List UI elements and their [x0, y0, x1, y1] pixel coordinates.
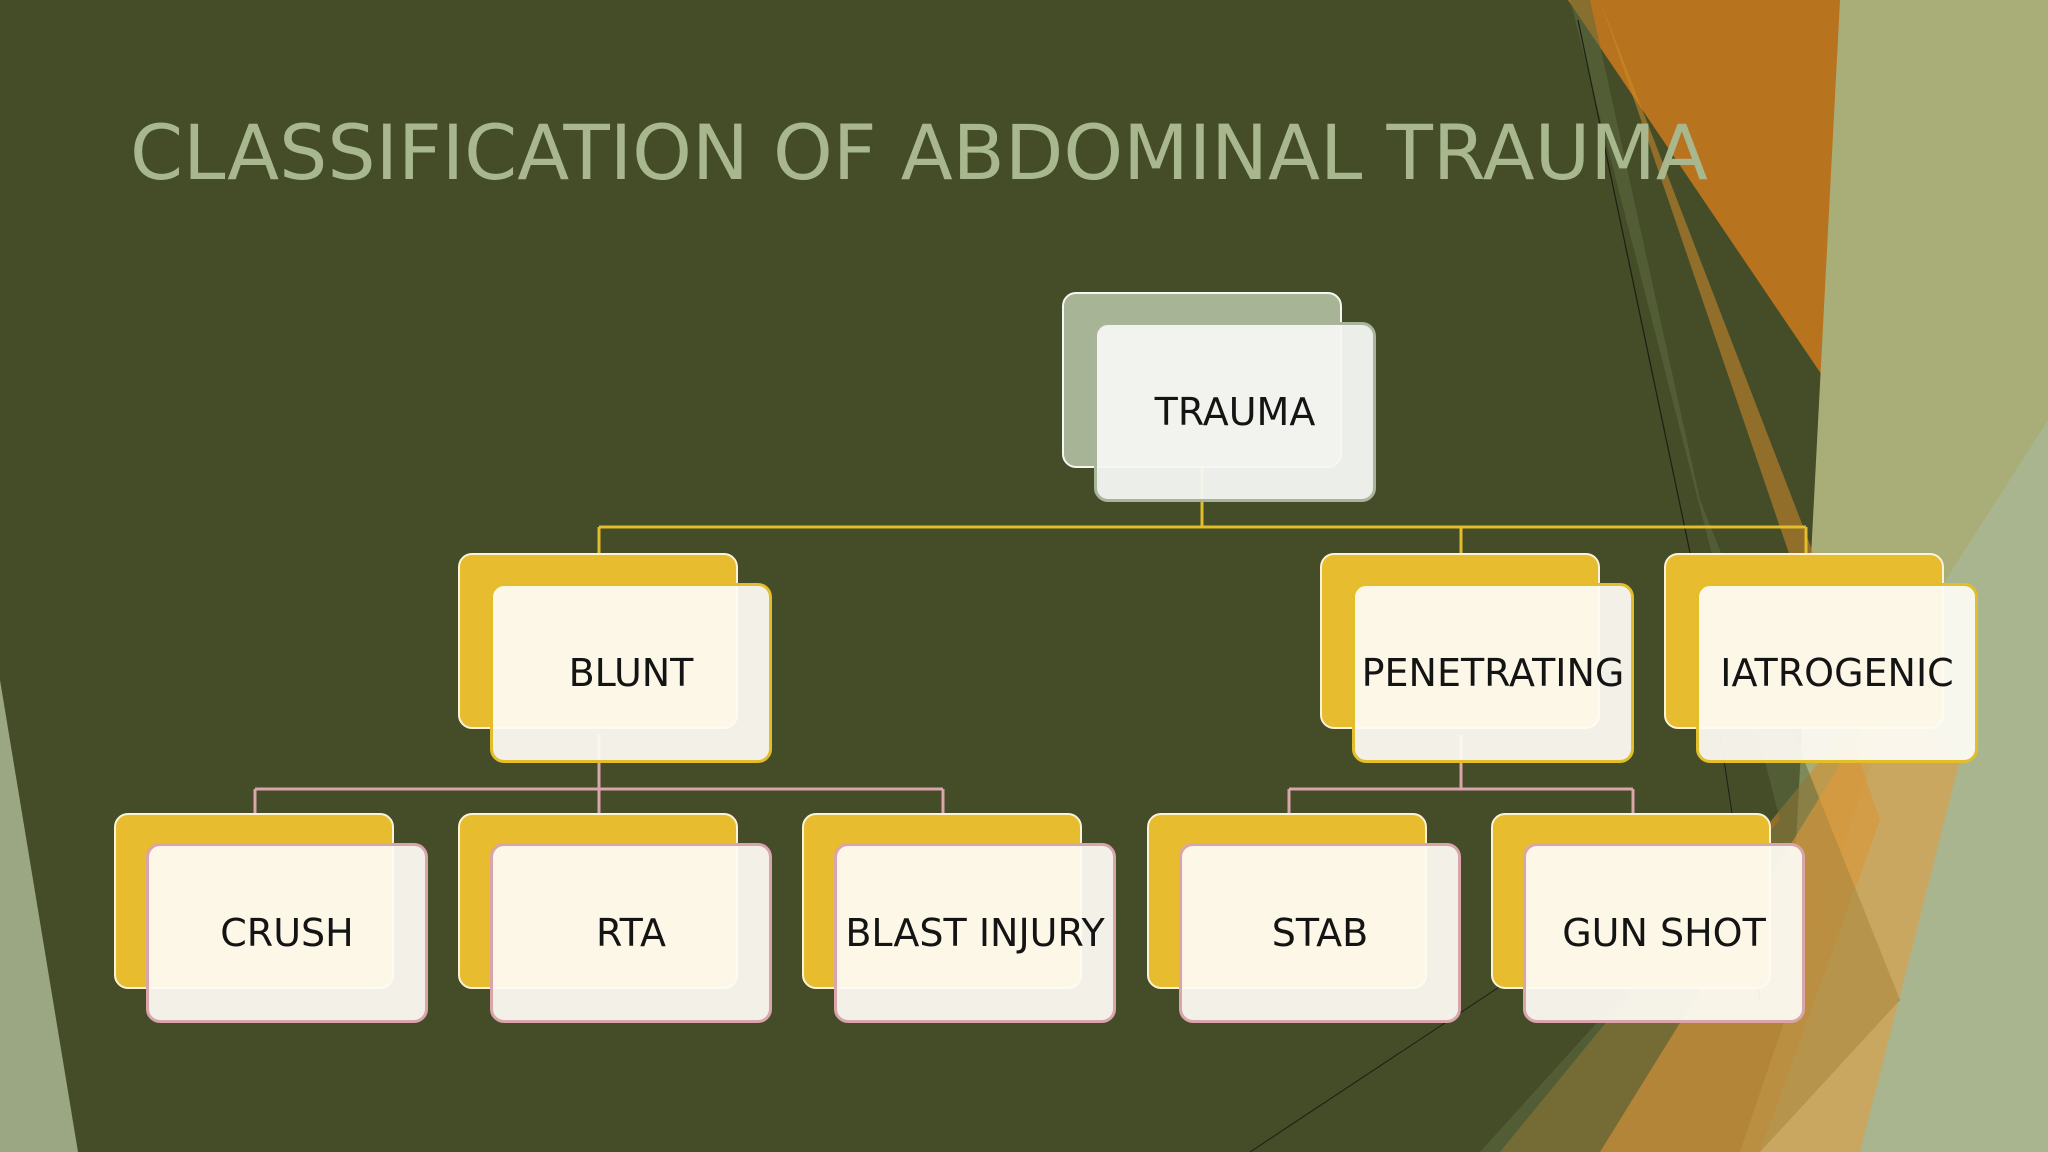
node-crush: CRUSH: [114, 813, 428, 1023]
node-blast-injury: BLAST INJURY: [802, 813, 1116, 1023]
node-gun-shot: GUN SHOT: [1491, 813, 1805, 1023]
node-crush-box: CRUSH: [146, 843, 428, 1023]
node-iatrogenic: IATROGENIC: [1664, 553, 1978, 763]
node-stab-label: STAB: [1271, 911, 1369, 955]
node-penetrating-box: PENETRATING: [1352, 583, 1634, 763]
node-blast-injury-box: BLAST INJURY: [834, 843, 1116, 1023]
node-rta-box: RTA: [490, 843, 772, 1023]
node-penetrating: PENETRATING: [1320, 553, 1634, 763]
node-blunt-label: BLUNT: [568, 651, 694, 695]
node-blunt: BLUNT: [458, 553, 772, 763]
node-stab: STAB: [1147, 813, 1461, 1023]
node-penetrating-label: PENETRATING: [1361, 651, 1625, 695]
node-trauma-box: TRAUMA: [1094, 322, 1376, 502]
node-stab-box: STAB: [1179, 843, 1461, 1023]
bg-sage-panel-left: [0, 680, 78, 1152]
node-rta-label: RTA: [596, 911, 666, 955]
node-iatrogenic-box: IATROGENIC: [1696, 583, 1978, 763]
slide-title: CLASSIFICATION OF ABDOMINAL TRAUMA: [130, 108, 1708, 197]
node-crush-label: CRUSH: [220, 911, 354, 955]
node-iatrogenic-label: IATROGENIC: [1720, 651, 1954, 695]
node-gun-shot-box: GUN SHOT: [1523, 843, 1805, 1023]
node-blunt-box: BLUNT: [490, 583, 772, 763]
node-blast-injury-label: BLAST INJURY: [845, 911, 1105, 955]
node-trauma-label: TRAUMA: [1154, 390, 1316, 434]
node-gun-shot-label: GUN SHOT: [1562, 911, 1766, 955]
node-trauma: TRAUMA: [1062, 292, 1376, 502]
node-rta: RTA: [458, 813, 772, 1023]
